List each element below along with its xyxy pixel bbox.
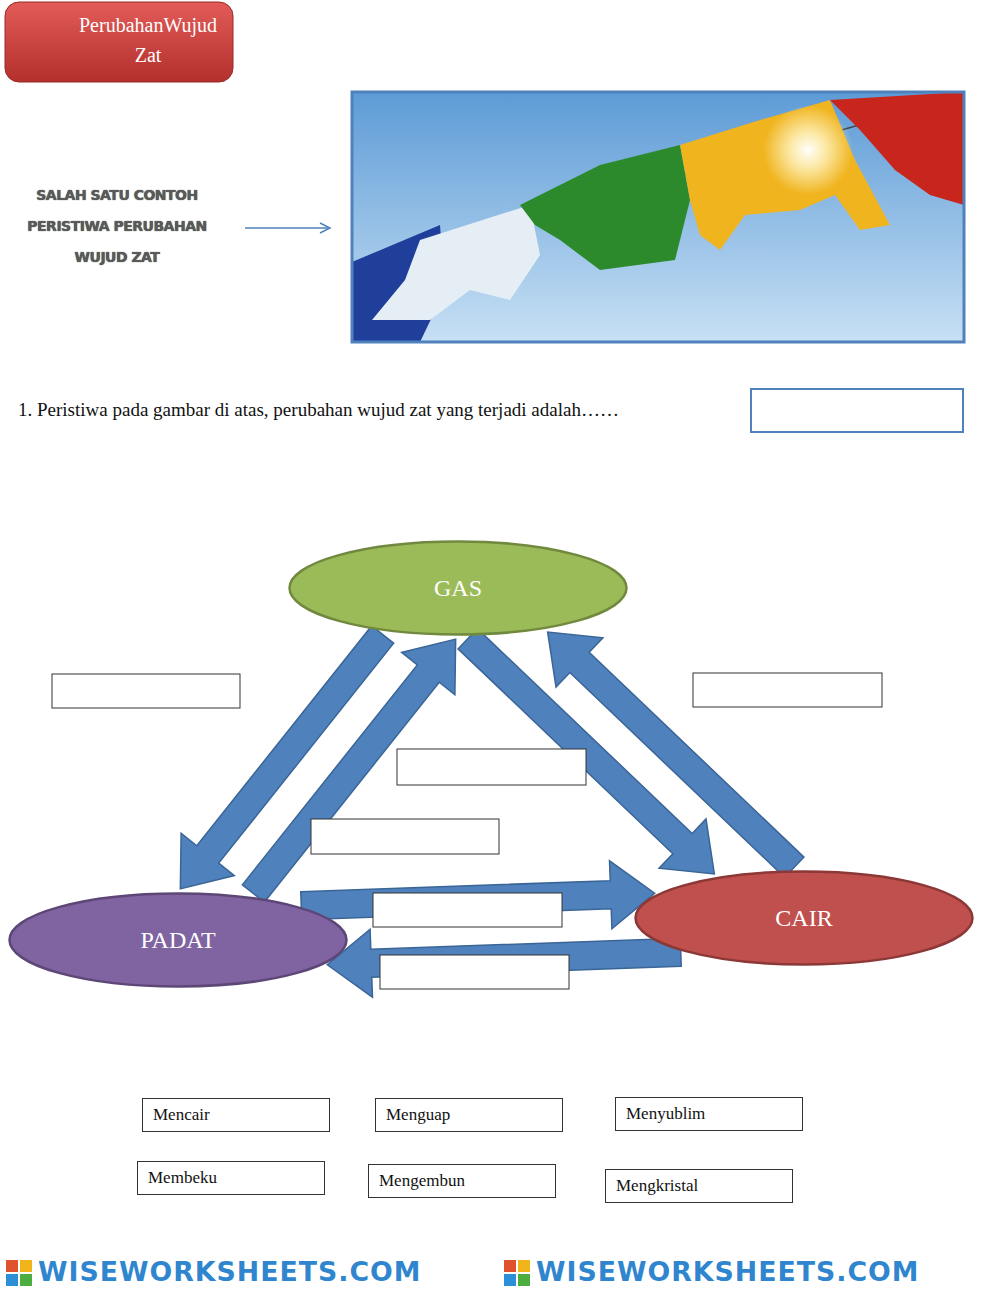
caption-note: SALAH SATU CONTOH PERISTIWA PERUBAHAN WU… xyxy=(14,180,220,273)
word-box: Mengkristal xyxy=(605,1169,793,1203)
blank-box xyxy=(373,893,562,927)
word-box: Mengembun xyxy=(368,1164,556,1198)
pointer-head xyxy=(320,223,330,233)
block-arrow xyxy=(327,929,681,997)
clothesline-photo xyxy=(352,92,964,342)
node-text: Mengkristal xyxy=(616,1176,782,1196)
node-text: Menyublim xyxy=(626,1104,792,1124)
word-box: Membeku xyxy=(137,1161,325,1195)
title-box xyxy=(5,2,233,82)
word-box: Menguap xyxy=(375,1098,563,1132)
pointer-line xyxy=(245,227,328,229)
watermark: WISEWORKSHEETS.COM xyxy=(38,1256,500,1287)
node-text: Mencair xyxy=(153,1105,319,1125)
blank-box xyxy=(52,674,240,708)
node-text: Mengembun xyxy=(379,1171,545,1191)
blank-box xyxy=(380,955,569,989)
question-text: 1. Peristiwa pada gambar di atas, peruba… xyxy=(18,399,748,421)
watermark: WISEWORKSHEETS.COM xyxy=(536,1256,998,1287)
blank-box xyxy=(397,749,586,785)
block-arrow xyxy=(301,861,655,929)
word-box: Mencair xyxy=(142,1098,330,1132)
title-text: PerubahanWujud Zat xyxy=(66,10,230,70)
node-text: Membeku xyxy=(148,1168,314,1188)
blank-box xyxy=(311,819,499,854)
blank-box xyxy=(693,673,882,707)
cair-ellipse: CAIR xyxy=(634,870,974,966)
node-text: Menguap xyxy=(386,1105,552,1125)
padat-ellipse: PADAT xyxy=(8,892,348,988)
answer-box xyxy=(751,389,963,432)
node-text: PADAT xyxy=(140,927,215,954)
node-text: GAS xyxy=(434,575,482,602)
node-text: CAIR xyxy=(775,905,832,932)
word-box: Menyublim xyxy=(615,1097,803,1131)
gas-ellipse: GAS xyxy=(288,540,628,636)
